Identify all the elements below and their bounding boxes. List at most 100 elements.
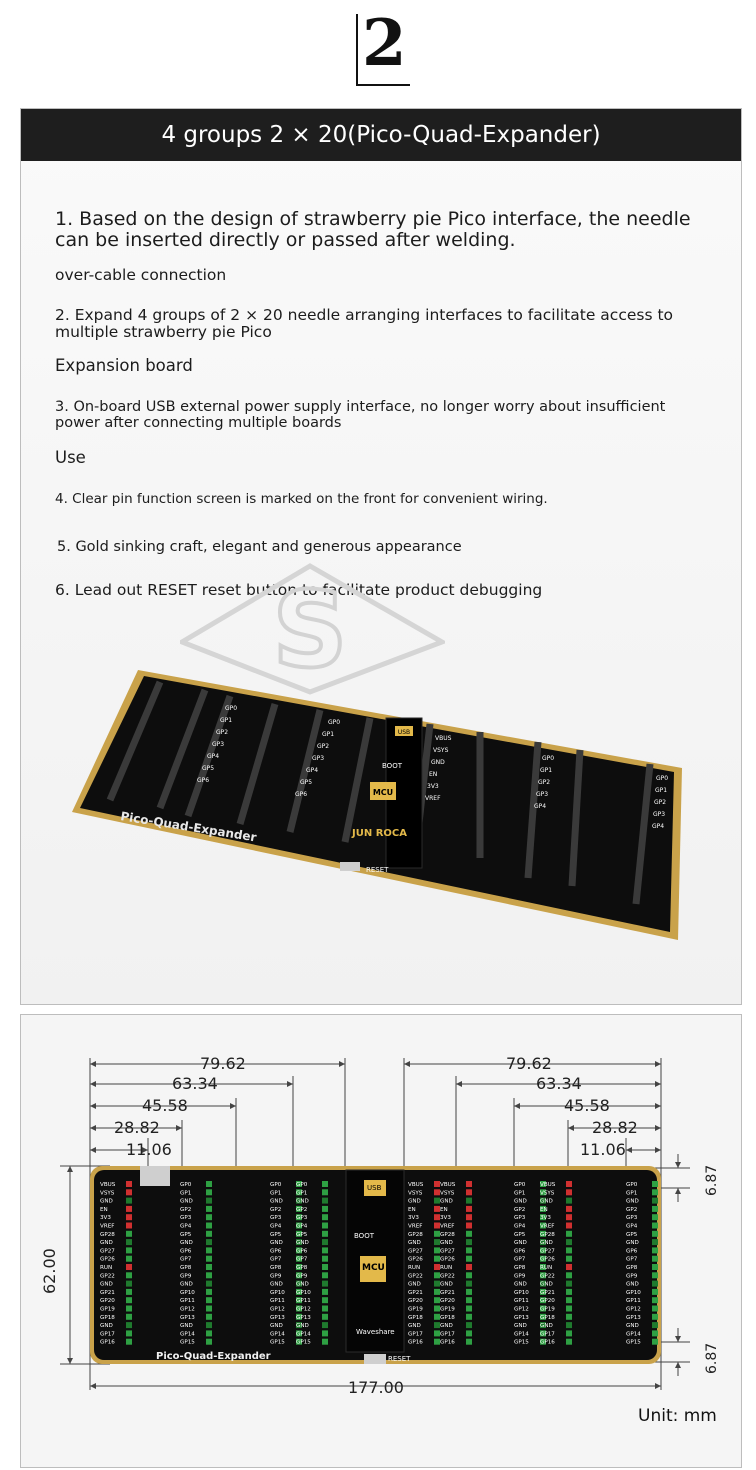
pin-dot bbox=[540, 1222, 546, 1229]
pin-label: GP2 bbox=[626, 1207, 637, 1213]
pin-dot bbox=[434, 1313, 440, 1320]
pin-label: GND bbox=[408, 1199, 421, 1205]
pin-label: GP14 bbox=[270, 1331, 285, 1337]
pin-dot bbox=[126, 1313, 132, 1320]
pin-dot bbox=[126, 1297, 132, 1304]
pin-label: GP3 bbox=[270, 1215, 282, 1221]
pin-dot bbox=[466, 1205, 472, 1212]
pin-dot bbox=[322, 1280, 328, 1287]
pin-dot bbox=[206, 1214, 212, 1221]
pin-dot bbox=[566, 1197, 572, 1204]
pin-label: GP5 bbox=[514, 1232, 526, 1238]
pin-label: GP1 bbox=[626, 1190, 638, 1196]
pin-label: EN bbox=[440, 1207, 448, 1213]
pin-dot bbox=[206, 1222, 212, 1229]
pin-label: GND bbox=[270, 1282, 283, 1288]
feature-item-7: 4. Clear pin function screen is marked o… bbox=[55, 491, 548, 507]
pin-dot bbox=[296, 1247, 302, 1254]
pin-dot bbox=[540, 1330, 546, 1337]
pin-label: GP22 bbox=[100, 1273, 115, 1279]
pin-label: GP4 bbox=[270, 1224, 282, 1230]
pin-label: GP20 bbox=[540, 1298, 555, 1304]
pin-label: GP11 bbox=[514, 1298, 529, 1304]
pin-dot bbox=[296, 1297, 302, 1304]
pin-dot bbox=[434, 1189, 440, 1196]
pin-label: GND bbox=[180, 1199, 193, 1205]
pin-dot bbox=[540, 1305, 546, 1312]
pin-label: VREF bbox=[100, 1224, 114, 1230]
dim-left-1: 79.62 bbox=[200, 1054, 246, 1073]
pin-label: GP4 bbox=[626, 1224, 638, 1230]
pin-label: EN bbox=[540, 1207, 548, 1213]
dim-margin-bottom: 6.87 bbox=[704, 1342, 720, 1374]
photo-boot-label: BOOT bbox=[382, 762, 403, 770]
pin-label: VSYS bbox=[408, 1190, 423, 1196]
pin-label: GP18 bbox=[540, 1315, 555, 1321]
pin-label: GND bbox=[100, 1282, 113, 1288]
pin-dot bbox=[206, 1205, 212, 1212]
pin-label: GND bbox=[296, 1240, 309, 1246]
drawing-mcu-label: MCU bbox=[362, 1263, 385, 1273]
svg-text:GP1: GP1 bbox=[322, 731, 334, 738]
pin-dot bbox=[466, 1181, 472, 1187]
svg-text:GP6: GP6 bbox=[295, 791, 307, 798]
pin-dot bbox=[540, 1288, 546, 1295]
dim-right-4: 28.82 bbox=[592, 1118, 638, 1137]
pin-dot bbox=[296, 1197, 302, 1204]
photo-usb-label: USB bbox=[398, 729, 410, 736]
pin-label: GP28 bbox=[100, 1232, 115, 1238]
pin-dot bbox=[126, 1264, 132, 1270]
pin-label: GP18 bbox=[408, 1315, 423, 1321]
pin-label: GND bbox=[626, 1282, 639, 1288]
pin-label: GP14 bbox=[514, 1331, 529, 1337]
pin-dot bbox=[652, 1330, 658, 1337]
pin-label: GND bbox=[514, 1323, 527, 1329]
svg-text:GP2: GP2 bbox=[317, 743, 329, 750]
svg-text:GP6: GP6 bbox=[197, 777, 209, 784]
pin-label: RUN bbox=[100, 1265, 112, 1271]
pin-label: GND bbox=[296, 1199, 309, 1205]
pin-dot bbox=[466, 1189, 472, 1196]
pin-dot bbox=[466, 1230, 472, 1237]
dim-right-5: 11.06 bbox=[580, 1140, 626, 1159]
pin-dot bbox=[434, 1214, 440, 1221]
pin-label: GP26 bbox=[408, 1257, 423, 1263]
dim-height: 62.00 bbox=[40, 1248, 59, 1294]
pin-dot bbox=[466, 1214, 472, 1221]
pin-label: GP19 bbox=[408, 1307, 423, 1313]
pin-dot bbox=[434, 1322, 440, 1329]
pin-label: GP28 bbox=[408, 1232, 423, 1238]
pin-dot bbox=[322, 1313, 328, 1320]
pin-dot bbox=[540, 1322, 546, 1329]
pin-label: GP22 bbox=[540, 1273, 555, 1279]
pin-dot bbox=[206, 1305, 212, 1312]
pin-dot bbox=[466, 1338, 472, 1345]
pin-dot bbox=[652, 1280, 658, 1287]
pin-dot bbox=[126, 1181, 132, 1187]
svg-text:GP4: GP4 bbox=[207, 753, 219, 760]
pin-label: GP0 bbox=[270, 1182, 282, 1188]
pin-dot bbox=[434, 1230, 440, 1237]
photo-reset-label: RESET bbox=[366, 866, 389, 874]
pin-dot bbox=[540, 1205, 546, 1212]
pin-dot bbox=[652, 1322, 658, 1329]
pin-dot bbox=[126, 1205, 132, 1212]
pin-dot bbox=[296, 1239, 302, 1246]
pin-dot bbox=[652, 1197, 658, 1204]
watermark-logo: S bbox=[180, 563, 445, 695]
pin-dot bbox=[434, 1255, 440, 1262]
pin-label: GND bbox=[440, 1240, 453, 1246]
pin-label: GND bbox=[270, 1323, 283, 1329]
pin-label: GP26 bbox=[540, 1257, 555, 1263]
pin-dot bbox=[434, 1338, 440, 1345]
pin-dot bbox=[126, 1272, 132, 1279]
pin-label: GP10 bbox=[180, 1290, 195, 1296]
pin-dot bbox=[206, 1230, 212, 1237]
pin-dot bbox=[296, 1313, 302, 1320]
pin-dot bbox=[296, 1338, 302, 1345]
pin-dot bbox=[466, 1272, 472, 1279]
pin-dot bbox=[652, 1255, 658, 1262]
pin-label: GP14 bbox=[296, 1331, 311, 1337]
pin-dot bbox=[322, 1338, 328, 1345]
